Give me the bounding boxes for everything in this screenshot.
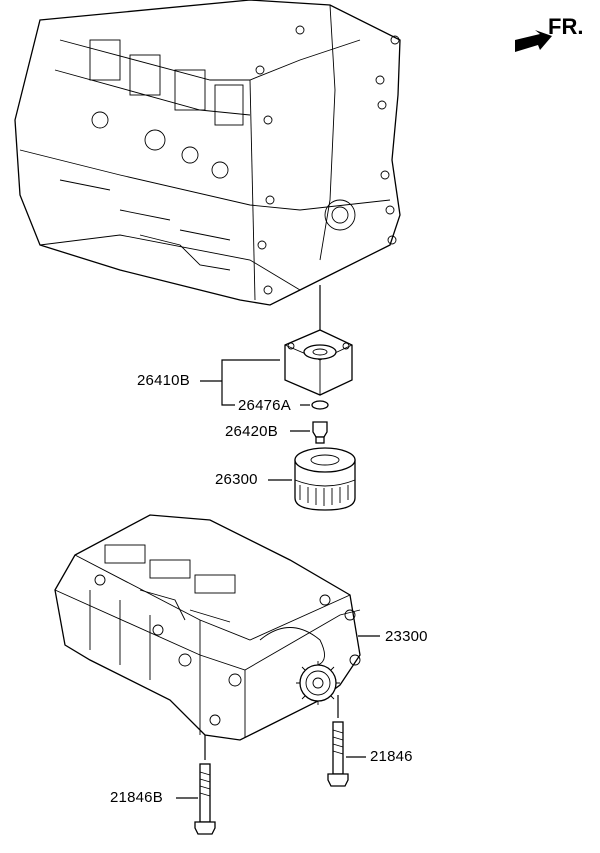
leader-line [221,359,280,406]
part-label-23300: 23300 [385,628,428,645]
front-arrow-icon [515,30,552,52]
bolt-21846b-drawing [194,763,216,835]
part-label-21846b: 21846B [110,789,163,806]
oil-pump-assembly-drawing [54,514,361,741]
oil-filter-drawing [294,447,356,511]
front-direction-label: FR. [548,14,584,39]
part-label-26420b: 26420B [225,423,278,440]
bolt-21846-drawing [327,721,349,787]
engine-block-drawing [14,0,401,306]
o-ring-drawing [311,400,329,410]
part-label-21846: 21846 [370,748,413,765]
oil-cooler-drawing [284,329,353,396]
part-label-26476a: 26476A [238,397,291,414]
fitting-bolt-drawing [312,421,328,444]
part-label-26300: 26300 [215,471,258,488]
part-label-26410b: 26410B [137,372,190,389]
